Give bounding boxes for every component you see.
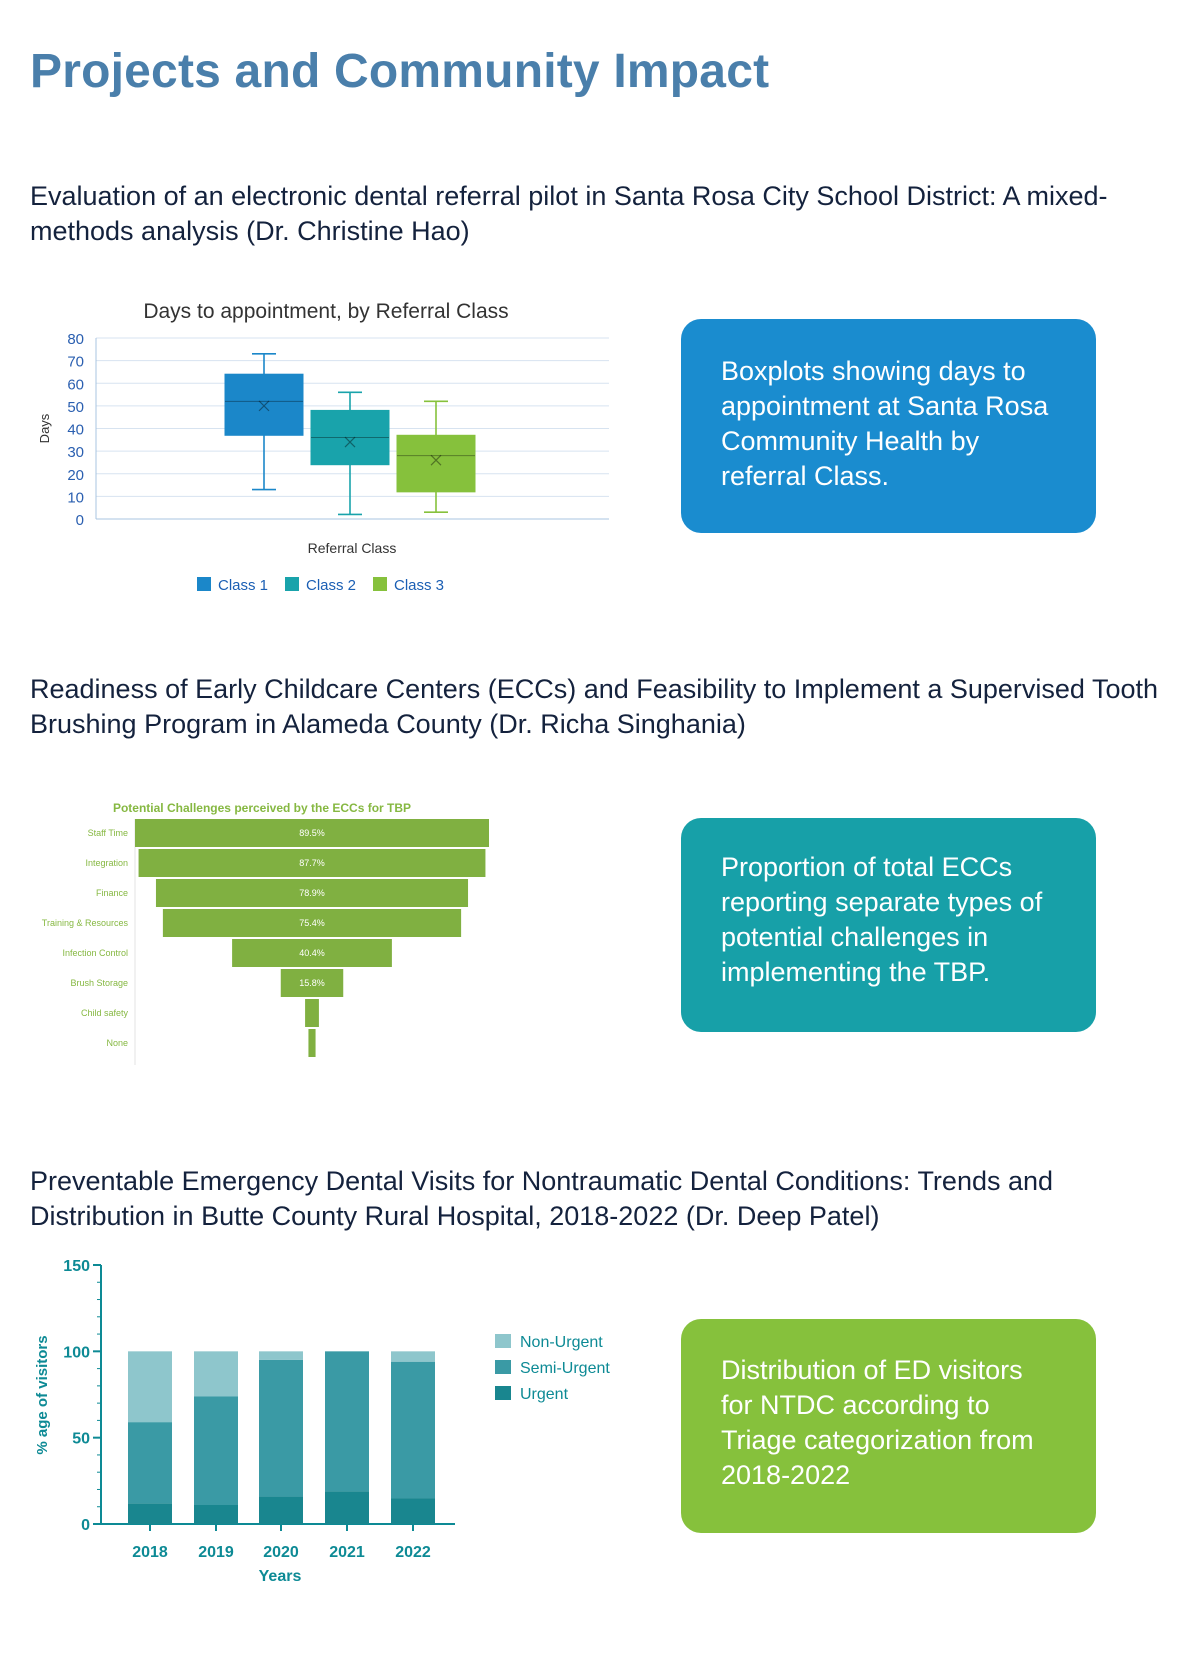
x-tick-label-2020: 2020 [263,1544,299,1561]
x-axis-label: Referral Class [308,540,397,556]
legend-label-urgent: Urgent [520,1386,569,1403]
boxplot-info-box: Boxplots showing days to appointment at … [681,319,1096,533]
y-tick-label: 10 [67,489,84,506]
funnel-category-finance: Finance [96,888,128,898]
y-tick-label: 60 [67,376,84,393]
y-tick-label: 20 [67,467,84,484]
funnel-value-brush-storage: 15.8% [299,978,325,988]
funnel-info-box: Proportion of total ECCs reporting separ… [681,818,1096,1032]
bar-2022-non-urgent [391,1351,435,1362]
box-chart-title: Days to appointment, by Referral Class [143,300,508,323]
funnel-value-training-resources: 75.4% [299,918,325,928]
y-tick-label: 100 [63,1344,90,1361]
bar-2020-urgent [259,1496,303,1524]
class-2-mean-marker [344,436,356,448]
x-tick-label-2019: 2019 [198,1544,234,1561]
bar-2019-non-urgent [194,1351,238,1397]
legend-swatch-class-2 [285,577,299,591]
x-axis-label: Years [259,1568,302,1585]
boxplot-info-text: Boxplots showing days to appointment at … [721,356,1049,491]
y-axis-label: % age of visitors [34,1335,51,1454]
bar-2018-urgent [128,1503,172,1524]
legend-label-non-urgent: Non-Urgent [520,1334,603,1351]
bar-2018-semi-urgent [128,1422,172,1504]
legend-label-semi-urgent: Semi-Urgent [520,1360,610,1377]
funnel-category-training-resources: Training & Resources [42,918,129,928]
funnel-value-staff-time: 89.5% [299,828,325,838]
funnel-bar-staff-time [135,819,489,847]
y-axis-label: Days [37,413,52,443]
class-1-mean-marker [258,400,270,412]
legend-swatch-urgent [495,1386,511,1400]
funnel-category-brush-storage: Brush Storage [70,978,128,988]
y-tick-label: 80 [67,331,84,348]
y-tick-label: 0 [76,512,84,529]
section-title-ecc: Readiness of Early Childcare Centers (EC… [30,674,1159,739]
legend-swatch-non-urgent [495,1334,511,1348]
legend-label-class-3: Class 3 [394,577,444,594]
class-3-mean-marker [430,454,442,466]
funnel-bar-finance [155,879,469,907]
funnel-bar-child-safety [305,999,319,1027]
bar-2022-urgent [391,1498,435,1524]
bar-2019-semi-urgent [194,1396,238,1506]
y-tick-label: 50 [72,1431,90,1448]
y-tick-label: 30 [67,444,84,461]
funnel-bar-none [308,1029,316,1057]
funnel-category-staff-time: Staff Time [88,828,128,838]
stacked-bar-info-text: Distribution of ED visitors for NTDC acc… [721,1355,1034,1490]
legend-swatch-class-3 [373,577,387,591]
funnel-info-text: Proportion of total ECCs reporting separ… [721,852,1043,987]
funnel-chart-title: Potential Challenges perceived by the EC… [113,801,411,815]
class-1-box [224,373,304,436]
y-tick-label: 70 [67,354,84,371]
funnel-bar-training-resources [162,909,462,937]
funnel-bar-brush-storage [280,969,344,997]
bar-2020-semi-urgent [259,1359,303,1497]
section-title-ntdc: Preventable Emergency Dental Visits for … [30,1166,1054,1231]
bar-2022-semi-urgent [391,1361,435,1499]
funnel-value-integration: 87.7% [299,858,325,868]
boxplot-chart: Days to appointment, by Referral Class 0 1… [37,300,609,594]
bar-2020-non-urgent [259,1351,303,1360]
funnel-category-integration: Integration [85,858,128,868]
funnel-category-infection-control: Infection Control [62,948,128,958]
section-title-referral: Evaluation of an electronic dental refer… [30,181,1108,246]
bar-2021-urgent [325,1491,369,1524]
x-tick-label-2021: 2021 [329,1544,365,1561]
y-tick-label: 150 [63,1258,90,1275]
x-tick-label-2018: 2018 [132,1544,168,1561]
funnel-category-child-safety: Child safety [81,1008,129,1018]
legend-label-class-1: Class 1 [218,577,268,594]
funnel-bar-integration [138,849,486,877]
y-tick-label: 0 [81,1517,90,1534]
legend-swatch-semi-urgent [495,1360,511,1374]
x-tick-label-2022: 2022 [395,1544,431,1561]
y-tick-label: 40 [67,422,84,439]
bar-2021-semi-urgent [325,1351,369,1492]
funnel-chart: Potential Challenges perceived by the EC… [42,801,489,1065]
funnel-bar-infection-control [232,939,392,967]
bar-2019-urgent [194,1505,238,1524]
funnel-category-none: None [106,1038,128,1048]
class-3-box [396,434,476,493]
page-title: Projects and Community Impact [30,45,770,98]
stacked-bar-info-box: Distribution of ED visitors for NTDC acc… [681,1319,1096,1533]
funnel-value-finance: 78.9% [299,888,325,898]
legend-swatch-class-1 [197,577,211,591]
bar-2018-non-urgent [128,1351,172,1423]
funnel-value-infection-control: 40.4% [299,948,325,958]
class-2-box [310,409,390,466]
y-tick-label: 50 [67,399,84,416]
legend-label-class-2: Class 2 [306,577,356,594]
